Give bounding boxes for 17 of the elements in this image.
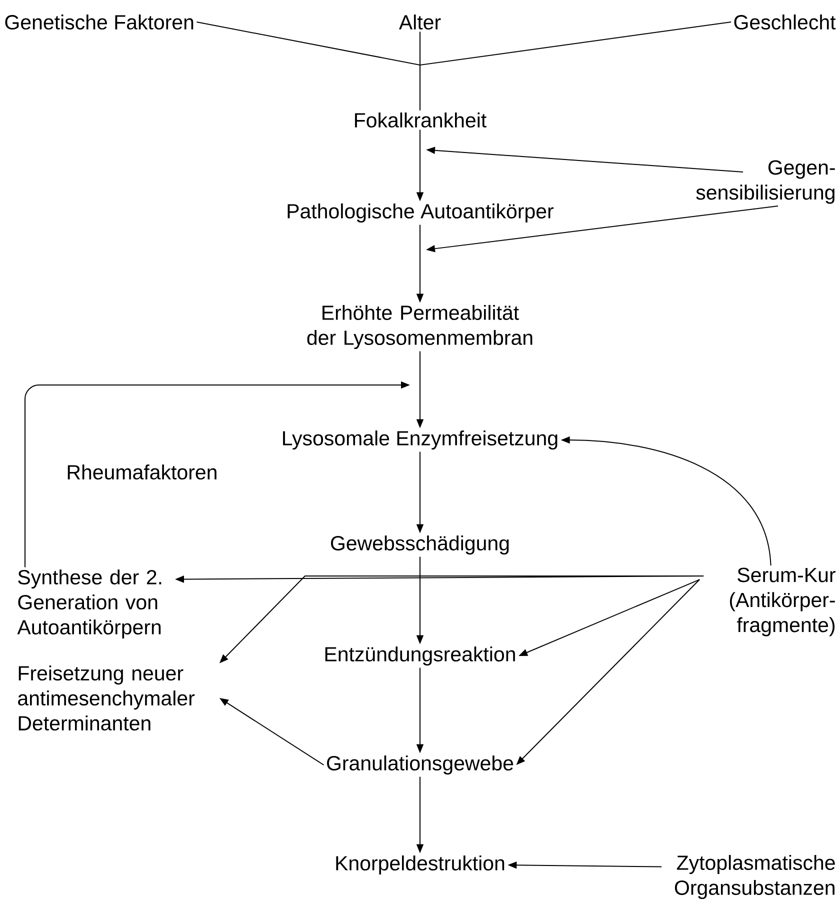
process-label: Serum-Kur (Antikörper- fragmente) xyxy=(730,568,836,636)
process-label: Alter xyxy=(398,14,441,30)
process-label: Synthese der 2. Generation von Autoantikörpern xyxy=(17,569,162,639)
process-label: Erhöhte Permeabilität der Lysosomenmembran xyxy=(307,304,532,350)
process-label: Granulationsgewebe xyxy=(327,755,514,775)
process-label: Gewebsschädigung xyxy=(331,535,509,555)
process-label: Zytoplasmatische Organsubstanzen xyxy=(674,854,835,900)
process-label: Entzündungsreaktion xyxy=(325,646,515,666)
process-label: Pathologische Autoantikörper xyxy=(288,203,554,223)
process-label: Fokalkrankheit xyxy=(355,112,486,128)
process-label: Genetische Faktoren xyxy=(5,14,194,30)
process-label: Knorpeldestruktion xyxy=(336,855,504,875)
process-label: Geschlecht xyxy=(734,14,836,30)
process-label: Freisetzung neuer antimesenchymaler Determinanten xyxy=(18,665,195,731)
process-label: Gegen- sensibilisierung xyxy=(696,160,835,204)
process-label: Lysosomale Enzymfreisetzung xyxy=(283,430,558,450)
line-label: Rheumafaktoren xyxy=(68,464,216,480)
